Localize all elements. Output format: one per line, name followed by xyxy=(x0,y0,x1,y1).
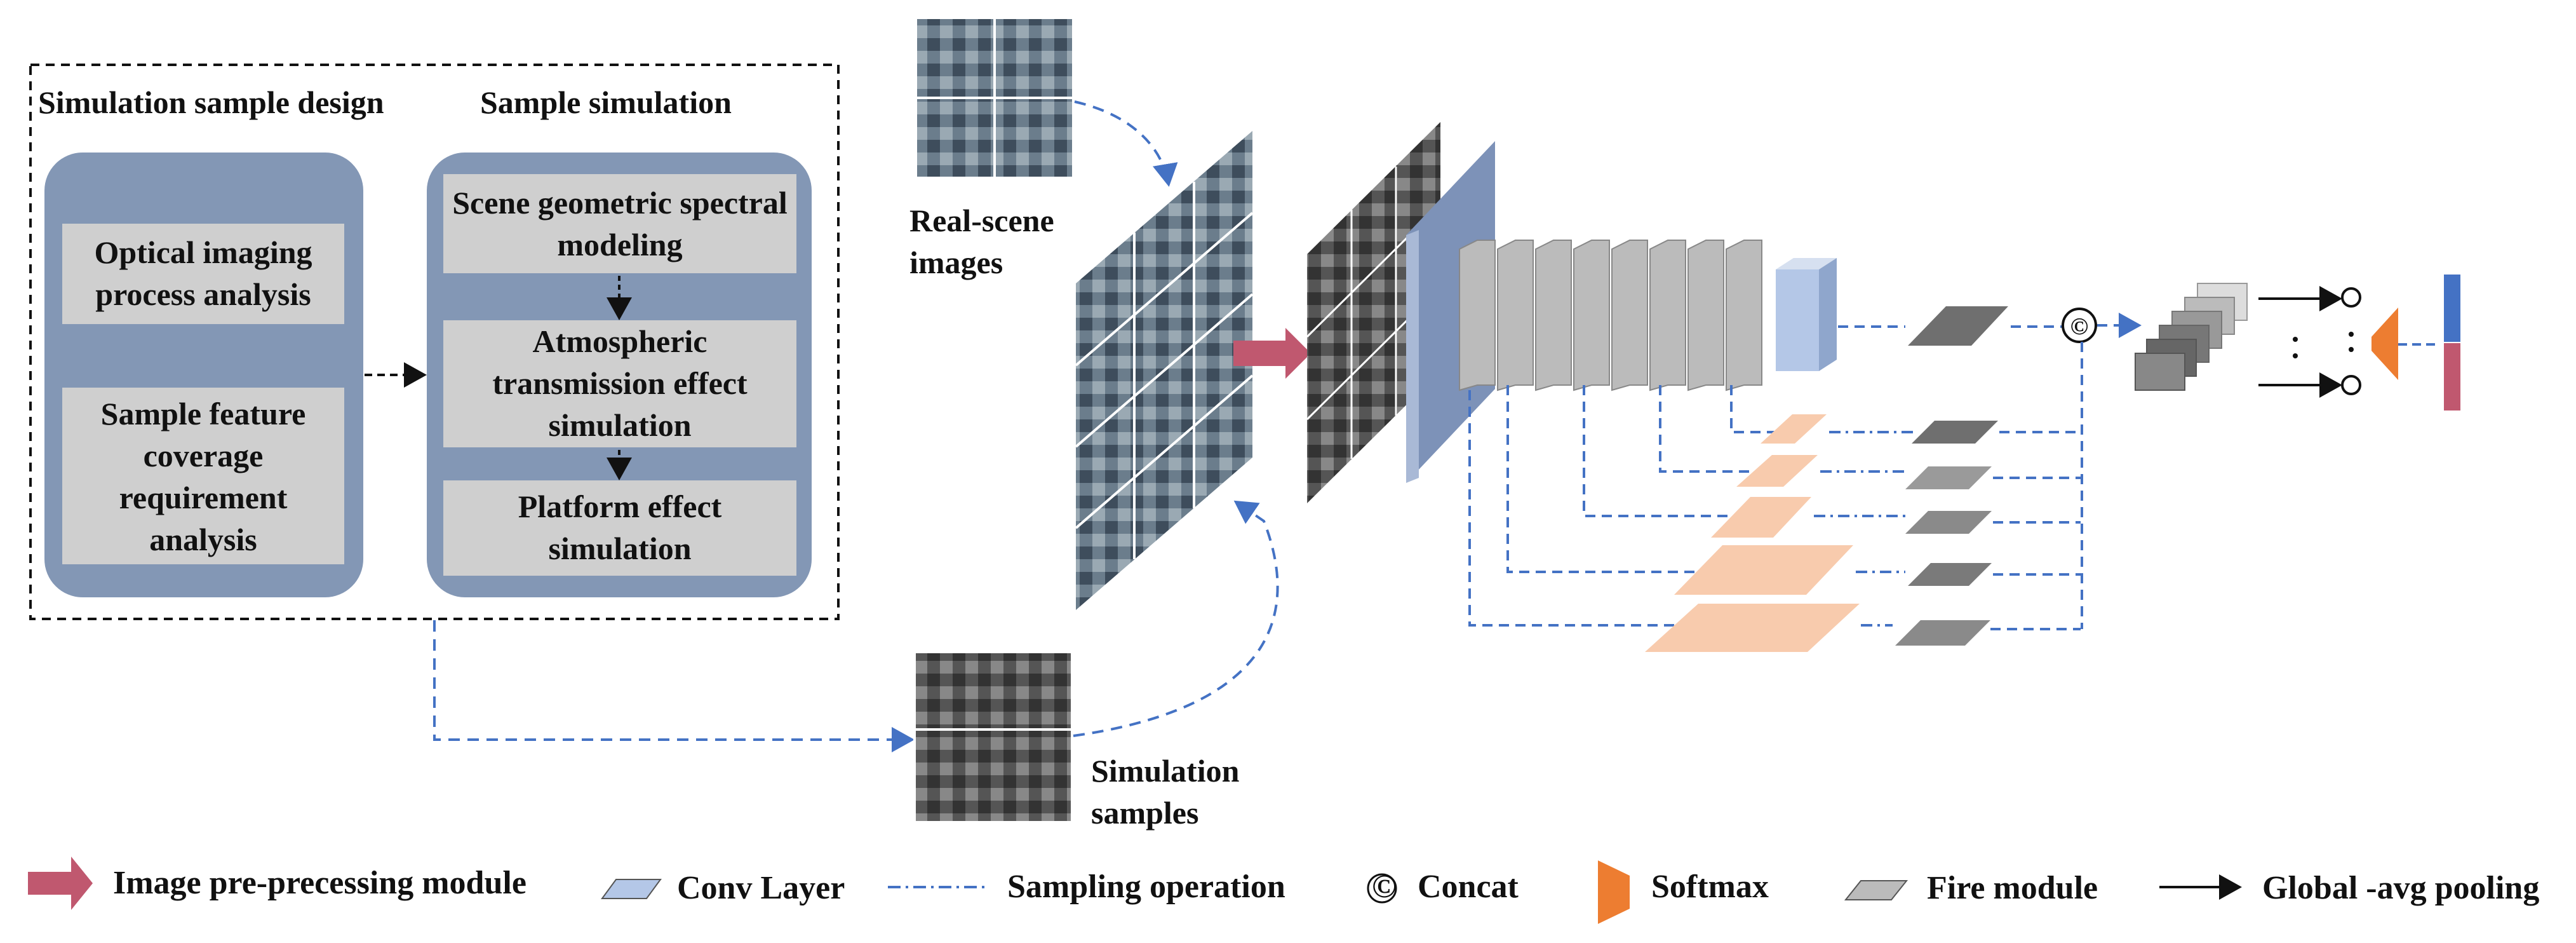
concat-legend-icon xyxy=(1367,873,1397,904)
design-box-1-label: Optical imaging process analysis xyxy=(94,234,312,312)
legend-concat-label: Concat xyxy=(1418,869,1519,905)
top-feature-map xyxy=(1908,306,2008,346)
conv-layer-main xyxy=(1406,141,1495,483)
simulation-box-3-label: Platform effect simulation xyxy=(518,489,722,566)
softmax-legend-icon xyxy=(1598,860,1630,924)
conv-layer-icon xyxy=(601,879,662,899)
real-scene-link xyxy=(1074,100,1178,187)
legend-gap-label: Global -avg pooling xyxy=(2262,870,2540,906)
conv-layer-final xyxy=(1776,258,1837,371)
simulation-box-2-label: Atmospheric transmission effect simulati… xyxy=(492,323,748,443)
node-top xyxy=(2341,287,2361,308)
simulation-box-1 xyxy=(443,174,796,273)
fire-to-concat-links xyxy=(1990,431,2081,630)
preprocess-arrow-icon xyxy=(1233,328,1311,379)
concat-icon xyxy=(2062,308,2097,343)
node-bottom xyxy=(2341,375,2361,395)
simulation-box-1-label: Scene geometric spectral modeling xyxy=(452,185,788,262)
real-scene-caption: Real-scene images xyxy=(909,203,1054,280)
fire-feature-maps xyxy=(1895,421,1998,646)
legend-conv-label: Conv Layer xyxy=(677,870,845,906)
node-dot-1 xyxy=(2349,332,2354,337)
pyramid-conv-layers xyxy=(1645,414,1860,652)
stacked-feature-maps xyxy=(2135,283,2248,391)
fire-module-icon xyxy=(1844,880,1909,900)
gap-dot-2 xyxy=(2293,353,2298,358)
pink-arrow-icon xyxy=(28,857,93,910)
simulation-box-3 xyxy=(443,480,796,576)
simulation-samples-caption: Simulation samples xyxy=(1091,753,1240,831)
legend-concat-symbol: © xyxy=(1372,869,1397,905)
input-image-mosaic xyxy=(1075,131,1254,610)
branch-links xyxy=(1468,385,1783,627)
to-sim-samples-link xyxy=(433,620,915,752)
output-bar-red xyxy=(2444,343,2460,410)
simulation-sample-photos xyxy=(913,651,1073,824)
sim-samples-link xyxy=(1073,500,1279,737)
softmax-icon xyxy=(2371,308,2398,380)
real-scene-photos xyxy=(915,17,1075,179)
simulation-box-2 xyxy=(443,320,796,447)
design-box-2 xyxy=(62,388,344,564)
design-outer-frame xyxy=(29,64,840,620)
design-section-title: Simulation sample design xyxy=(38,85,384,120)
gap-dot-1 xyxy=(2293,337,2298,342)
simulation-section-title: Sample simulation xyxy=(480,85,732,120)
sampling-links xyxy=(1814,431,1914,627)
concat-symbol: © xyxy=(2070,313,2088,340)
legend-fire-label: Fire module xyxy=(1927,870,2098,906)
legend-softmax-label: Softmax xyxy=(1651,869,1769,905)
design-box-1 xyxy=(62,224,344,324)
design-box-2-label: Sample feature coverage requirement anal… xyxy=(100,396,306,557)
node-dot-2 xyxy=(2349,347,2354,352)
output-bar-blue xyxy=(2444,275,2460,342)
fire-module-stack xyxy=(1459,240,1762,391)
legend-sampling-label: Sampling operation xyxy=(1007,869,1285,905)
legend-preprocess-label: Image pre-precessing module xyxy=(113,865,527,901)
